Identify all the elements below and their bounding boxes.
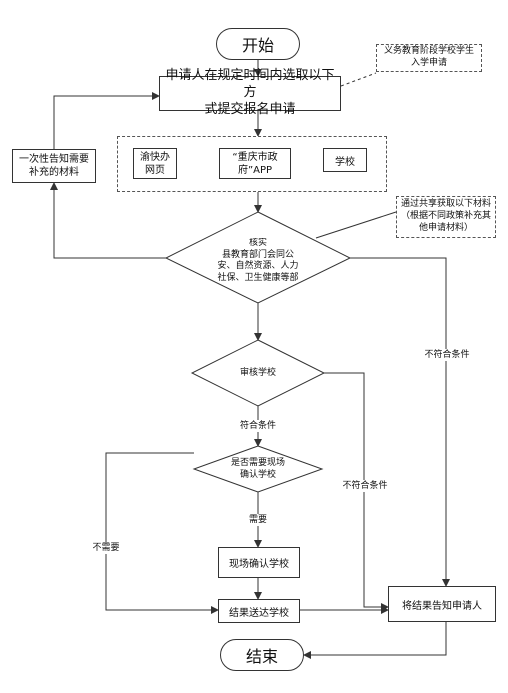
onsite-decision-text: 是否需要现场 确认学校	[220, 457, 296, 481]
compulsory-note-line-2: 入学申请	[410, 58, 447, 68]
channel-cq-app-line-2: 府”APP	[237, 164, 273, 176]
shared-materials-note: 通过共享获取以下材料 （根据不同政策补充其 他申请材料）	[396, 196, 496, 238]
end-label: 结束	[245, 647, 278, 666]
verify-line-1: 核实	[248, 238, 267, 248]
onsite-confirm-label: 现场确认学校	[229, 559, 289, 570]
start-label: 开始	[241, 36, 274, 55]
review-decision-text: 审核学校	[239, 368, 276, 378]
supplement-line-1: 一次性告知需要	[19, 154, 89, 165]
onsite-line-2: 确认学校	[239, 470, 276, 481]
compulsory-note: 义务教育阶段学校学生 入学申请	[376, 44, 482, 72]
deliver-result-label: 结果送达学校	[229, 607, 289, 619]
start-node: 开始	[216, 28, 300, 60]
need-label: 需要	[242, 514, 274, 527]
verify-line-2: 县教育部门会同公	[221, 249, 294, 260]
verify-line-3: 安、自然资源、人力	[217, 261, 299, 272]
shared-note-line-2: （根据不同政策补充其	[400, 211, 491, 222]
channel-yukuaiban: 渝快办 网页	[133, 148, 177, 179]
arrow-notify-to-end	[303, 622, 447, 659]
supplement-box: 一次性告知需要 补充的材料	[12, 149, 96, 183]
verify-diamond	[164, 211, 352, 304]
note-connector-compulsory	[340, 72, 377, 87]
apply-step-box: 申请人在规定时间内选取以下方 式提交报名申请	[159, 68, 341, 117]
apply-step-line-2: 式提交报名申请	[204, 101, 296, 117]
review-diamond	[190, 339, 326, 407]
apply-step-line-1: 申请人在规定时间内选取以下方	[165, 68, 335, 101]
notify-applicant-box: 将结果告知申请人	[388, 586, 496, 622]
onsite-diamond	[192, 445, 324, 493]
no-need-label: 不需要	[86, 542, 126, 555]
end-node: 结束	[220, 639, 304, 671]
supplement-line-2: 补充的材料	[29, 167, 79, 178]
channel-cq-app: “重庆市政 府”APP	[219, 148, 291, 179]
arrow-verify-to-notify	[350, 257, 450, 587]
onsite-confirm-box: 现场确认学校	[218, 547, 300, 578]
channel-yukuaiban-line-2: 网页	[145, 164, 165, 176]
shared-note-line-3: 他申请材料）	[418, 222, 473, 233]
channel-cq-app-line-1: “重庆市政	[232, 151, 278, 163]
ineligible-label-verify: 不符合条件	[420, 349, 474, 362]
channel-school-label: 学校	[335, 156, 355, 168]
shared-note-line-1: 通过共享获取以下材料	[400, 199, 491, 210]
deliver-result-box: 结果送达学校	[218, 599, 300, 623]
arrow-onsite-to-deliver	[105, 452, 219, 614]
onsite-line-1: 是否需要现场	[230, 458, 285, 468]
arrow-verify-to-supplement	[50, 182, 166, 259]
channel-yukuaiban-line-1: 渝快办	[140, 151, 170, 163]
compulsory-note-line-1: 义务教育阶段学校学生	[383, 46, 474, 57]
verify-line-4: 社保、卫生健康等部	[217, 273, 299, 282]
eligible-label: 符合条件	[226, 420, 290, 433]
arrow-supplement-to-apply	[53, 92, 160, 149]
channel-school: 学校	[323, 148, 367, 172]
ineligible-label-review: 不符合条件	[338, 480, 392, 493]
note-connector-shared	[315, 211, 397, 239]
verify-decision-text: 核实 县教育部门会同公 安、自然资源、人力 社保、卫生健康等部	[196, 238, 320, 282]
notify-applicant-label: 将结果告知申请人	[402, 600, 482, 612]
